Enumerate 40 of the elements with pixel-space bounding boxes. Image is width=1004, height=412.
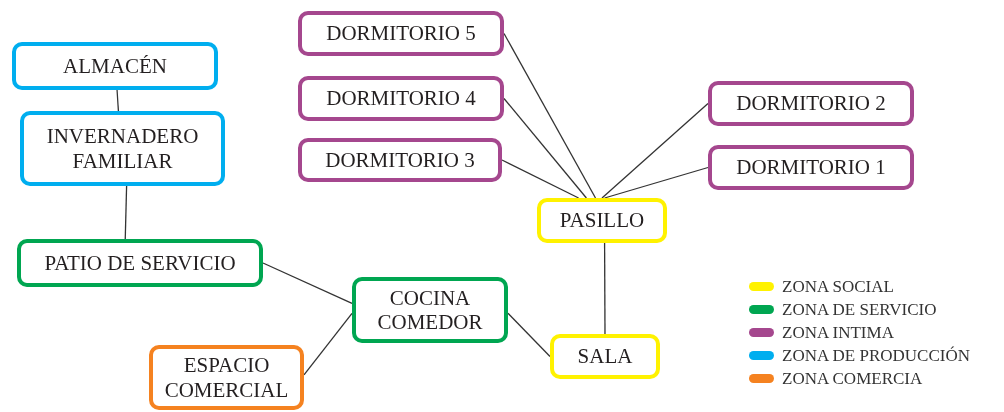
legend-label: ZONA DE SERVICIO — [782, 298, 937, 321]
zone-box — [12, 42, 218, 90]
connector-line — [603, 166, 709, 199]
zone-box — [17, 239, 263, 287]
zone-box — [550, 334, 660, 379]
zone-box — [537, 198, 667, 243]
zone-name: SALA — [577, 344, 633, 369]
zone-box — [298, 76, 504, 121]
zone-name: DORMITORIO 2 — [736, 91, 886, 116]
legend-label: ZONA COMERCIA — [782, 367, 923, 390]
zone-name: PATIO DE SERVICIO — [44, 250, 236, 276]
zone-name: DORMITORIO 3 — [325, 147, 475, 173]
connector-line — [124, 185, 128, 240]
connector-line — [603, 242, 606, 335]
connector-line — [116, 89, 120, 112]
zone-name: DORMITORIO 4 — [326, 86, 476, 111]
zone-name: INVERNADERO FAMILIAR — [45, 124, 200, 173]
zone-box — [149, 345, 304, 410]
zone-box — [352, 277, 508, 343]
zone-name: COCINA COMEDOR — [376, 285, 484, 335]
connector-line — [507, 312, 551, 358]
connector-line — [503, 97, 588, 199]
connector-line — [262, 262, 353, 305]
zone-box — [298, 138, 502, 182]
connector-line — [303, 312, 353, 376]
zone-name: ESPACIO COMERCIAL — [163, 353, 290, 402]
zone-box — [298, 11, 504, 56]
zone-box — [708, 81, 914, 126]
legend-label: ZONA DE PRODUCCIÓN — [782, 344, 970, 367]
connector-line — [601, 102, 709, 199]
zone-box — [708, 145, 914, 190]
zone-box — [20, 111, 225, 186]
zone-name: ALMACÉN — [63, 53, 167, 79]
zone-name: DORMITORIO 5 — [326, 21, 476, 46]
zone-name: PASILLO — [559, 208, 645, 233]
connector-line — [503, 32, 597, 199]
connector-line — [501, 159, 580, 199]
legend-label: ZONA INTIMA — [782, 321, 894, 344]
legend-label: ZONA SOCIAL — [782, 275, 894, 298]
zone-name: DORMITORIO 1 — [736, 155, 886, 180]
